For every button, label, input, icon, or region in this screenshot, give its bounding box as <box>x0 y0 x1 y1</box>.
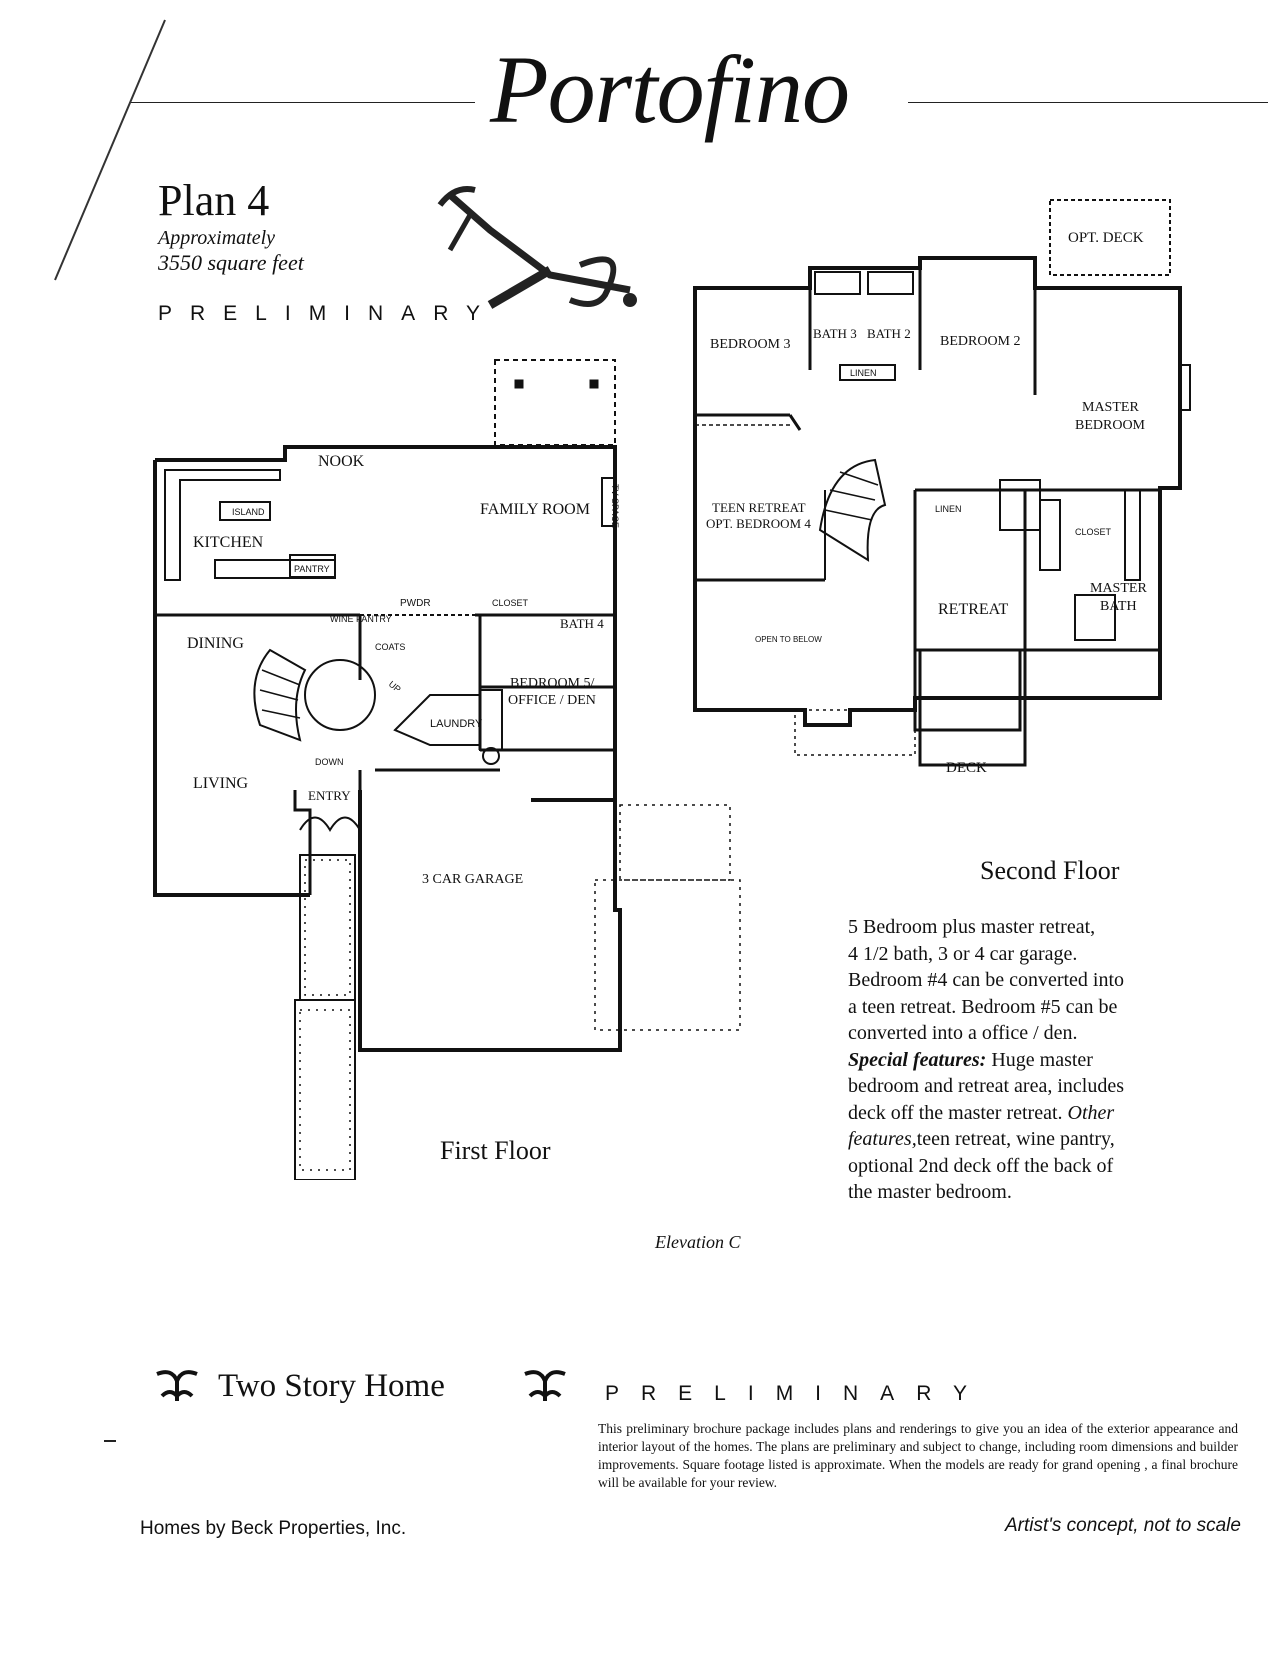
room-dining: DINING <box>187 635 244 652</box>
desc-line5: converted into a office / den. <box>848 1022 1078 1044</box>
title-rule-right <box>908 102 1268 103</box>
ornament-left-icon <box>156 1370 198 1401</box>
room-retreat: RETREAT <box>938 601 1008 618</box>
ornament-right-icon <box>524 1370 566 1401</box>
first-floor-plan: NOOK FAMILY ROOM KITCHEN ISLAND PANTRY D… <box>153 359 741 1180</box>
room-living: LIVING <box>193 775 249 792</box>
two-story-home-label: Two Story Home <box>218 1368 445 1404</box>
desc-line4: a teen retreat. Bedroom #5 can be <box>848 995 1118 1018</box>
label-stair-down: DOWN <box>315 757 344 767</box>
first-floor-label: First Floor <box>440 1136 551 1165</box>
room-bedroom5-line1: BEDROOM 5/ <box>510 676 595 691</box>
desc-line2: 4 1/2 bath, 3 or 4 car garage. <box>848 942 1078 965</box>
plan-number: Plan 4 <box>158 176 270 225</box>
label-closet: CLOSET <box>492 598 529 608</box>
desc-line1: 5 Bedroom plus master retreat, <box>848 916 1096 938</box>
room-bath3: BATH 3 <box>813 326 857 341</box>
desc-line9: teen retreat, wine pantry, <box>916 1128 1115 1150</box>
plan-description: 5 Bedroom plus master retreat, 4 1/2 bat… <box>848 914 1208 1206</box>
room-opt-deck: OPT. DECK <box>1068 230 1144 246</box>
label-master-closet: CLOSET <box>1075 527 1112 537</box>
second-floor-plan: OPT. DECK BEDROOM 3 BATH 3 BATH 2 BEDROO… <box>693 199 1191 776</box>
anchor-logo <box>437 186 637 309</box>
room-entry: ENTRY <box>308 788 351 803</box>
room-master-bedroom-line2: BEDROOM <box>1075 418 1146 433</box>
room-teen-retreat-line1: TEEN RETREAT <box>712 500 806 515</box>
room-bedroom5-line2: OFFICE / DEN <box>508 693 596 708</box>
label-stair-up: UP <box>387 679 403 695</box>
label-coats: COATS <box>375 642 405 652</box>
builder-name: Homes by Beck Properties, Inc. <box>140 1518 407 1539</box>
page-title: Portofino <box>490 36 850 143</box>
artist-concept-note: Artist's concept, not to scale <box>1005 1515 1241 1536</box>
desc-line10: optional 2nd deck off the back of <box>848 1154 1114 1177</box>
label-pwdr: PWDR <box>400 598 431 609</box>
features-label: features, <box>848 1128 917 1150</box>
room-family-room: FAMILY ROOM <box>480 501 590 518</box>
desc-line8: deck off the master retreat. <box>848 1101 1063 1124</box>
label-laundry: LAUNDRY <box>430 718 483 730</box>
desc-line6: Huge master <box>991 1048 1093 1071</box>
room-bedroom2: BEDROOM 2 <box>940 334 1021 349</box>
desc-line7: bedroom and retreat area, includes <box>848 1075 1124 1097</box>
title-rule-left <box>130 102 475 103</box>
room-nook: NOOK <box>318 453 365 470</box>
special-features-label: Special features: <box>848 1048 987 1071</box>
scan-mark <box>104 1440 116 1442</box>
square-footage: 3550 square feet <box>158 250 304 275</box>
elevation-label: Elevation C <box>655 1232 741 1252</box>
approx-label: Approximately <box>158 227 276 249</box>
room-deck: DECK <box>946 760 987 776</box>
second-floor-label: Second Floor <box>980 856 1120 885</box>
label-open-to-below: OPEN TO BELOW <box>755 635 822 644</box>
preliminary-label-bottom: PRELIMINARY <box>605 1382 989 1405</box>
room-master-bath-line1: MASTER <box>1090 581 1147 596</box>
room-kitchen: KITCHEN <box>193 534 264 551</box>
label-tv-space: TV SPACE <box>610 484 620 528</box>
scan-edge-line <box>54 19 166 281</box>
desc-line11: the master bedroom. <box>848 1181 1012 1203</box>
room-bedroom3: BEDROOM 3 <box>710 337 791 352</box>
room-master-bedroom-line1: MASTER <box>1082 400 1139 415</box>
preliminary-label-top: PRELIMINARY <box>158 302 498 325</box>
label-pantry: PANTRY <box>294 564 330 574</box>
other-label: Other <box>1067 1101 1115 1124</box>
label-linen-top: LINEN <box>850 368 877 378</box>
desc-line3: Bedroom #4 can be converted into <box>848 969 1125 991</box>
room-teen-retreat-line2: OPT. BEDROOM 4 <box>706 516 811 531</box>
room-garage: 3 CAR GARAGE <box>422 872 523 887</box>
room-bath2: BATH 2 <box>867 326 911 341</box>
label-linen-mid: LINEN <box>935 504 962 514</box>
room-bath4: BATH 4 <box>560 616 604 631</box>
disclaimer-text: This preliminary brochure package includ… <box>598 1421 1238 1490</box>
label-island: ISLAND <box>232 507 265 517</box>
label-wine-pantry: WINE PANTRY <box>330 614 392 624</box>
room-master-bath-line2: BATH <box>1100 599 1137 614</box>
